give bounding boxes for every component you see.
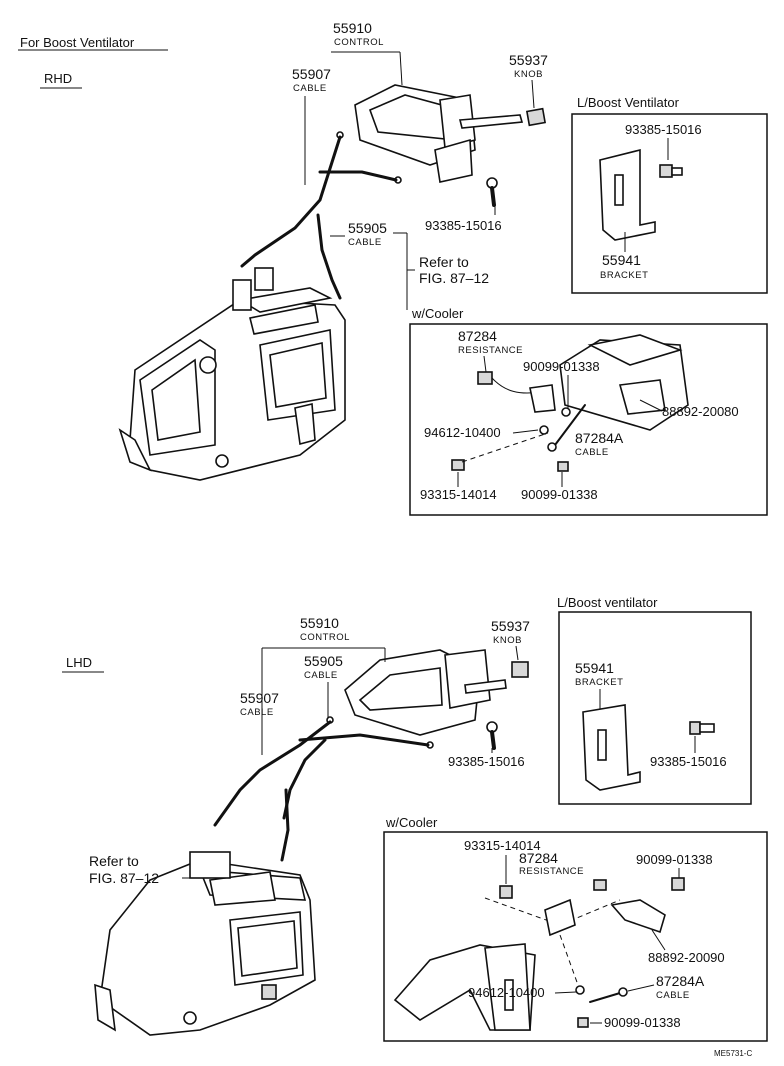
rhd-boost-box <box>571 113 768 294</box>
lhd-nut-a: 90099-01338 <box>636 852 713 867</box>
lhd-cable-a-txt: CABLE <box>656 990 690 1001</box>
lhd-cooler-title: w/Cooler <box>385 815 438 830</box>
lhd-nut-b: 90099-01338 <box>604 1015 681 1030</box>
lhd-cable-55905-b <box>280 788 290 862</box>
rhd-cable1-no: 55907 <box>292 66 331 82</box>
rhd-res-txt: RESISTANCE <box>458 345 523 356</box>
lhd-boost-box <box>558 611 752 805</box>
lhd-heater-unit <box>94 851 316 1036</box>
lhd-boost-bracket <box>582 704 715 791</box>
lhd-control-txt: CONTROL <box>300 632 350 643</box>
rhd-bolt-label: 93385-15016 <box>425 218 502 233</box>
lhd-refer-2: FIG. 87–12 <box>89 870 159 886</box>
rhd-cable-a-no: 87284A <box>575 430 624 446</box>
lhd-knob-txt: KNOB <box>493 635 522 646</box>
rhd-cable-55907-b <box>318 170 398 182</box>
rhd-knob-no: 55937 <box>509 52 548 68</box>
rhd-cable-55907 <box>240 135 342 268</box>
rhd-boost-title: L/Boost Ventilator <box>577 95 680 110</box>
rhd-cooler-box <box>409 323 768 516</box>
rhd-knob-txt: KNOB <box>514 69 543 80</box>
rhd-cooler-title: w/Cooler <box>411 306 464 321</box>
lhd-control-no: 55910 <box>300 615 339 631</box>
lhd-cooler-parts <box>393 877 685 1031</box>
rhd-refer-2: FIG. 87–12 <box>419 270 489 286</box>
rhd-cable2-no: 55905 <box>348 220 387 236</box>
rhd-heading: RHD <box>44 71 72 86</box>
lhd-heading: LHD <box>66 655 92 670</box>
rhd-boost-bolt: 93385-15016 <box>625 122 702 137</box>
rhd-cable-55905 <box>316 213 342 300</box>
rhd-washer: 94612-10400 <box>424 425 501 440</box>
lhd-cable2-txt: CABLE <box>304 670 338 681</box>
rhd-nut-b: 90099-01338 <box>521 487 598 502</box>
rhd-boost-bracket <box>599 148 683 241</box>
rhd-control-txt: CONTROL <box>334 37 384 48</box>
lhd-screw: 93315-14014 <box>464 838 541 853</box>
rhd-heater-unit <box>118 267 346 481</box>
lhd-cable1-txt: CABLE <box>240 707 274 718</box>
rhd-refer-1: Refer to <box>419 254 469 270</box>
rhd-cable2-txt: CABLE <box>348 237 382 248</box>
rhd-boost-bracket-txt: BRACKET <box>600 270 648 281</box>
lhd-knob-no: 55937 <box>491 618 530 634</box>
lhd-cable-55907 <box>213 720 332 827</box>
lhd-boost-title: L/Boost ventilator <box>557 595 658 610</box>
rhd-cable-a-txt: CABLE <box>575 447 609 458</box>
rhd-boost-bracket-no: 55941 <box>602 252 641 268</box>
lhd-clamp: 88892-20090 <box>648 950 725 965</box>
diagram-title: For Boost Ventilator <box>20 35 135 50</box>
footer-code: ME5731-C <box>714 1049 752 1058</box>
lhd-cable1-no: 55907 <box>240 690 279 706</box>
rhd-control-assembly <box>336 84 547 207</box>
rhd-screw: 93315-14014 <box>420 487 497 502</box>
lhd-cooler-box <box>383 831 768 1042</box>
lhd-bolt-label: 93385-15016 <box>448 754 525 769</box>
rhd-res-no: 87284 <box>458 328 497 344</box>
lhd-washer: 94612-10400 <box>468 985 545 1000</box>
lhd-res-no: 87284 <box>519 850 558 866</box>
rhd-control-no: 55910 <box>333 20 372 36</box>
lhd-boost-bolt: 93385-15016 <box>650 754 727 769</box>
lhd-res-txt: RESISTANCE <box>519 866 584 877</box>
lhd-boost-bracket-txt: BRACKET <box>575 677 623 688</box>
rhd-clamp: 88892-20080 <box>662 404 739 419</box>
lhd-boost-bracket-no: 55941 <box>575 660 614 676</box>
rhd-nut-a: 90099-01338 <box>523 359 600 374</box>
lhd-cable2-no: 55905 <box>304 653 343 669</box>
rhd-cable1-txt: CABLE <box>293 83 327 94</box>
lhd-cable-55907-b <box>298 733 430 747</box>
lhd-cable-a-no: 87284A <box>656 973 705 989</box>
lhd-refer-1: Refer to <box>89 853 139 869</box>
lhd-control-assembly <box>326 649 529 750</box>
